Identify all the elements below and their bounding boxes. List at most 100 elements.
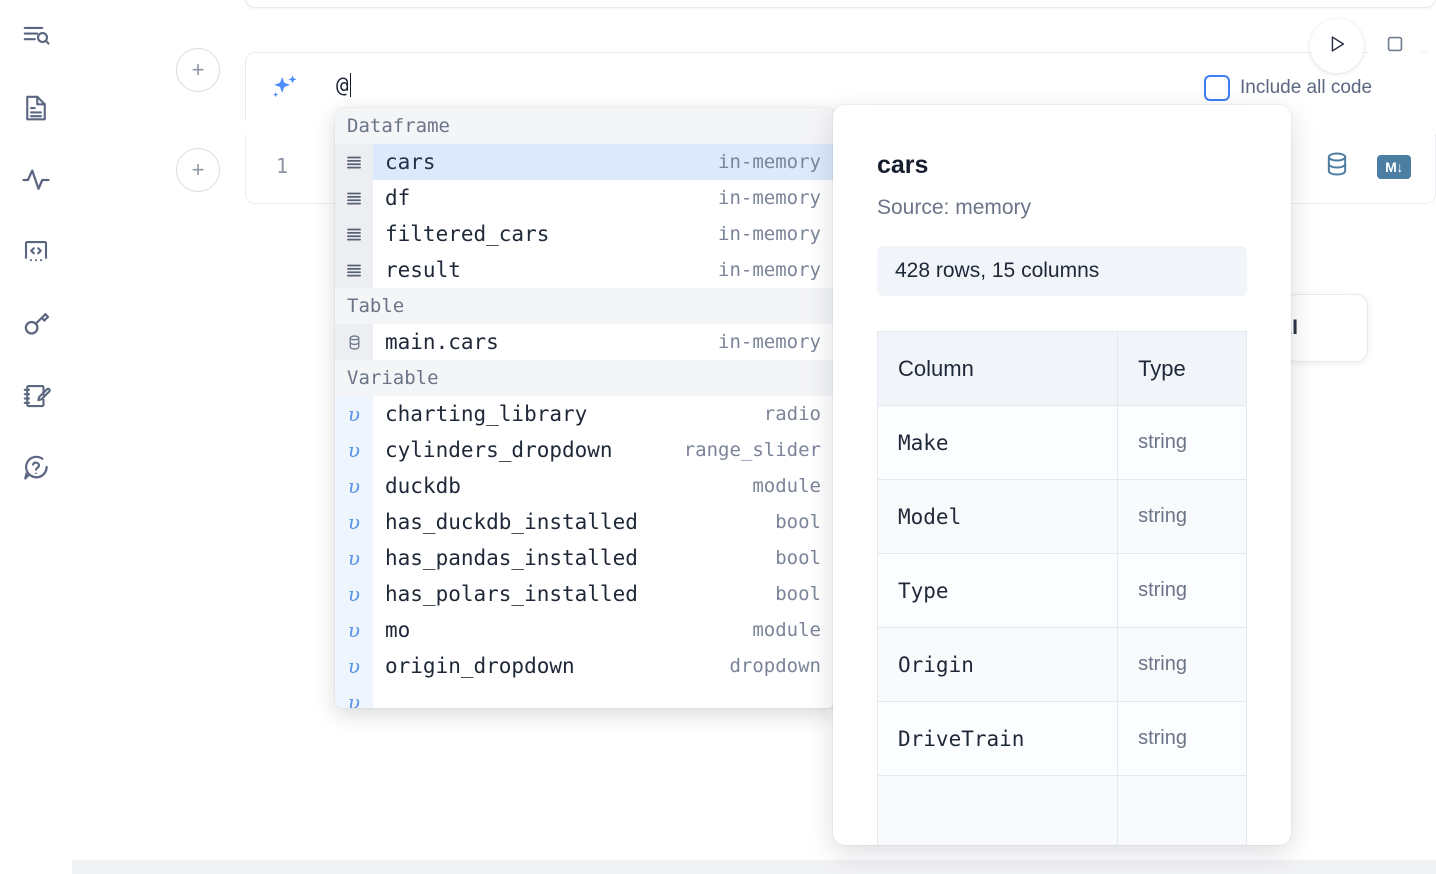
autocomplete-item-type: in-memory: [718, 187, 835, 209]
more-options-button[interactable]: [1426, 19, 1436, 73]
sidebar-item-activity[interactable]: [12, 156, 60, 204]
autocomplete-item-type: bool: [775, 583, 835, 605]
autocomplete-item-name: has_polars_installed: [373, 582, 775, 606]
sidebar-item-scratchpad[interactable]: [12, 372, 60, 420]
autocomplete-item[interactable]: dfin-memory: [335, 180, 835, 216]
schema-column-name: Model: [878, 480, 1118, 554]
autocomplete-item-type: in-memory: [718, 331, 835, 353]
autocomplete-item[interactable]: υhas_polars_installedbool: [335, 576, 835, 612]
activity-icon: [21, 165, 51, 195]
table-row: Makestring: [878, 406, 1247, 480]
autocomplete-item[interactable]: υcharting_libraryradio: [335, 396, 835, 432]
autocomplete-item-name: charting_library: [373, 402, 764, 426]
variable-icon: υ: [335, 396, 373, 432]
database-icon[interactable]: [1323, 150, 1351, 183]
left-sidebar: [0, 0, 72, 874]
autocomplete-item[interactable]: resultin-memory: [335, 252, 835, 288]
markdown-arrow: ↓: [1396, 159, 1403, 175]
dataframe-icon: [335, 252, 373, 288]
autocomplete-item[interactable]: υcylinders_dropdownrange_slider: [335, 432, 835, 468]
scratchpad-icon: [21, 381, 51, 411]
ai-prompt-input[interactable]: @: [336, 73, 351, 97]
autocomplete-item[interactable]: υduckdbmodule: [335, 468, 835, 504]
secrets-key-icon: [21, 309, 51, 339]
text-caret: [350, 73, 352, 97]
autocomplete-item-name: mo: [373, 618, 752, 642]
table-row: Modelstring: [878, 480, 1247, 554]
autocomplete-item[interactable]: main.carsin-memory: [335, 324, 835, 360]
autocomplete-item[interactable]: carsin-memory: [335, 144, 835, 180]
type-header: Type: [1118, 332, 1247, 406]
autocomplete-item-type: in-memory: [718, 151, 835, 173]
autocomplete-item[interactable]: filtered_carsin-memory: [335, 216, 835, 252]
autocomplete-item-name: main.cars: [373, 330, 718, 354]
autocomplete-item-name: duckdb: [373, 474, 752, 498]
include-all-code-label: Include all code: [1240, 77, 1372, 99]
checkbox-box[interactable]: [1204, 75, 1230, 101]
file-explorer-icon: [21, 93, 51, 123]
dataframe-icon: [335, 180, 373, 216]
autocomplete-item-type: module: [752, 475, 835, 497]
add-cell-below-button[interactable]: +: [176, 148, 220, 192]
dataframe-icon: [335, 144, 373, 180]
ai-prompt-value: @: [336, 73, 349, 97]
autocomplete-item-name: has_pandas_installed: [373, 546, 775, 570]
table-row: [878, 776, 1247, 846]
sidebar-item-files[interactable]: [12, 84, 60, 132]
schema-column-type: string: [1118, 628, 1247, 702]
autocomplete-item-name: cylinders_dropdown: [373, 438, 684, 462]
autocomplete-item-name: [373, 690, 810, 708]
sidebar-item-help[interactable]: [12, 444, 60, 492]
bottom-separator: [0, 860, 1436, 874]
plus-icon: +: [192, 159, 205, 181]
plus-icon: +: [192, 59, 205, 81]
autocomplete-item-name: df: [373, 186, 718, 210]
line-number: 1: [276, 154, 288, 178]
add-cell-above-button[interactable]: +: [176, 48, 220, 92]
schema-column-name: Type: [878, 554, 1118, 628]
generate-with-ai-button[interactable]: AI: [1284, 294, 1368, 362]
sidebar-item-outline[interactable]: [12, 12, 60, 60]
autocomplete-item[interactable]: υorigin_dropdowndropdown: [335, 648, 835, 684]
schema-column-type: string: [1118, 406, 1247, 480]
autocomplete-item-type: in-memory: [718, 259, 835, 281]
variable-icon: υ: [335, 684, 373, 708]
autocomplete-item-name: filtered_cars: [373, 222, 718, 246]
column-header: Column: [878, 332, 1118, 406]
table-row: Typestring: [878, 554, 1247, 628]
stop-button[interactable]: [1368, 19, 1422, 73]
schema-column-type: string: [1118, 554, 1247, 628]
autocomplete-item[interactable]: υhas_duckdb_installedbool: [335, 504, 835, 540]
variable-icon: υ: [335, 432, 373, 468]
run-button[interactable]: [1310, 19, 1364, 73]
markdown-letter: M: [1385, 159, 1396, 175]
snippets-icon: [21, 237, 51, 267]
notebook-outline-icon: [21, 21, 51, 51]
variable-icon: υ: [335, 468, 373, 504]
autocomplete-group-label: Variable: [335, 360, 835, 396]
autocomplete-group-label: Dataframe: [335, 108, 835, 144]
table-row: Originstring: [878, 628, 1247, 702]
autocomplete-item[interactable]: υ: [335, 684, 835, 708]
play-icon: [1326, 33, 1348, 60]
stop-square-icon: [1384, 33, 1406, 60]
autocomplete-item-name: cars: [373, 150, 718, 174]
doc-source: Source: memory: [877, 196, 1247, 220]
markdown-icon[interactable]: M↓: [1377, 155, 1411, 179]
variable-icon: υ: [335, 504, 373, 540]
autocomplete-item-name: has_duckdb_installed: [373, 510, 775, 534]
sidebar-item-snippets[interactable]: [12, 228, 60, 276]
cell-toolbar: M↓: [1323, 150, 1411, 183]
autocomplete-item-name: origin_dropdown: [373, 654, 729, 678]
autocomplete-item-name: result: [373, 258, 718, 282]
variable-icon: υ: [335, 540, 373, 576]
autocomplete-dropdown[interactable]: Dataframecarsin-memorydfin-memoryfiltere…: [335, 108, 835, 708]
autocomplete-item-type: bool: [775, 511, 835, 533]
autocomplete-item-type: range_slider: [684, 439, 835, 461]
include-all-code-checkbox[interactable]: Include all code: [1204, 75, 1372, 101]
sidebar-item-secrets[interactable]: [12, 300, 60, 348]
autocomplete-item[interactable]: υmomodule: [335, 612, 835, 648]
autocomplete-item[interactable]: υhas_pandas_installedbool: [335, 540, 835, 576]
documentation-panel: cars Source: memory 428 rows, 15 columns…: [833, 105, 1291, 845]
help-icon: [21, 453, 51, 483]
